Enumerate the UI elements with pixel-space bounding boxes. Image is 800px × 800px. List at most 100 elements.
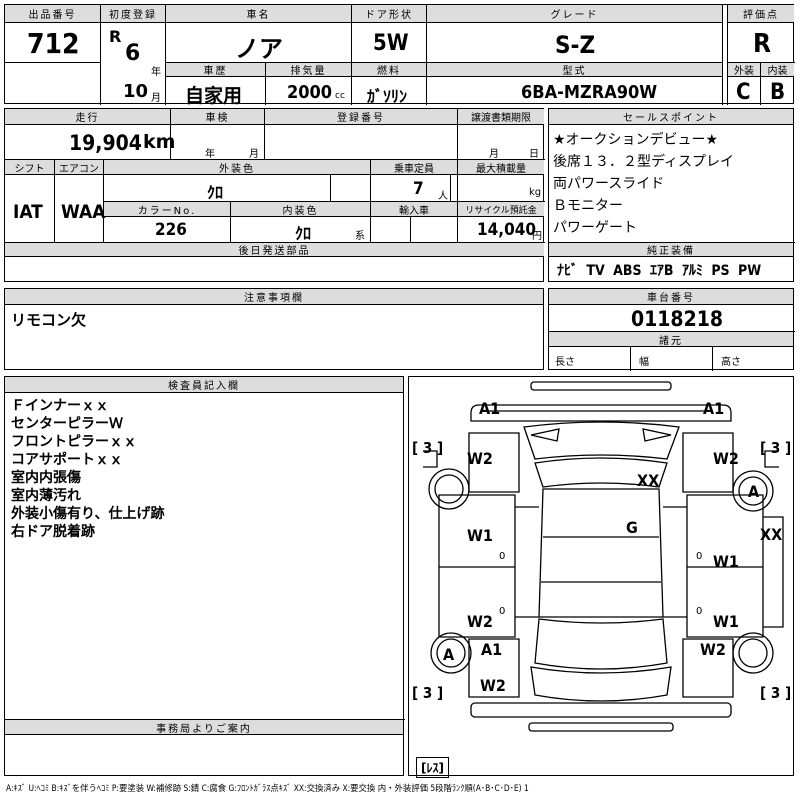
diagram-mark-a1-ll: A1: [481, 640, 503, 659]
int-color-unit: 系: [355, 231, 365, 242]
first-reg-era: R: [109, 27, 122, 46]
recycle-value: 14,040: [477, 220, 537, 240]
inspector-line: 外装小傷有り、仕上げ跡: [11, 506, 165, 522]
first-reg-year-unit: 年: [151, 67, 161, 78]
inspector-notes: Ｆインナーｘｘ センターピラーＷ フロントピラーｘｘ コアサポートｘｘ 室内内張…: [11, 397, 164, 541]
diagram-mark-w1-ru: W1: [713, 552, 739, 571]
capacity-header: 乗車定員: [371, 160, 457, 175]
spec-length-label: 長さ: [555, 357, 575, 368]
recycle-header: リサイクル預託金: [458, 202, 544, 217]
chassis-header: 車台番号: [549, 289, 793, 305]
transfer-doc-header: 譲渡書類期限: [458, 109, 544, 125]
int-color-header: 内装色: [231, 202, 370, 217]
sales-points-section: セールスポイント ★オークションデビュー★ 後席１３．２型ディスプレイ 両パワー…: [548, 108, 795, 282]
diagram-mark-w2-ll: W2: [467, 612, 493, 631]
first-reg-month-unit: 月: [151, 93, 161, 104]
car-diagram: [423, 381, 784, 732]
diagram-mark-w2-ru: W2: [713, 449, 739, 468]
recycle-unit: 円: [532, 231, 542, 242]
first-reg-year: 6: [125, 41, 141, 66]
inspector-line: Ｆインナーｘｘ: [11, 398, 109, 414]
equipment-item: ABS: [613, 263, 642, 279]
max-load-header: 最大積載量: [458, 160, 544, 175]
sales-point-item: 後席１３．２型ディスプレイ: [553, 154, 735, 170]
chassis-value: 0118218: [631, 307, 724, 331]
lot-no-header: 出品番号: [5, 5, 100, 23]
inspector-line: 右ドア脱着跡: [11, 524, 95, 540]
diagram-mark-w1-rl: W1: [713, 612, 739, 631]
lot-no-value: 712: [27, 27, 80, 60]
max-load-unit: kg: [529, 187, 542, 198]
shift-header: シフト: [5, 160, 54, 175]
exterior-header: 外装: [728, 63, 760, 77]
capacity-value: 7: [413, 179, 424, 199]
diagram-mark-w1-lu: W1: [467, 526, 493, 545]
office-header: 事務局よりご案内: [5, 720, 403, 735]
sales-point-item: パワーゲート: [553, 220, 637, 236]
grade-value: S-Z: [555, 31, 596, 59]
first-reg-month: 10: [123, 81, 149, 102]
equipment-item: ﾅﾋﾞ: [557, 263, 578, 279]
equipment-item: ｴｱB: [649, 263, 674, 279]
middle-section: 走行 車検 登録番号 譲渡書類期限 19,904 km 年 月 月 日 シフト …: [4, 108, 545, 282]
equipment-header: 純正装備: [549, 243, 793, 257]
equipment-item: PW: [738, 263, 762, 279]
color-no-header: カラーNo.: [104, 202, 230, 217]
diagram-mark-res: [ﾚｽ]: [416, 757, 449, 778]
diagram-mark-zero-r2: 0: [696, 606, 703, 617]
aircon-header: エアコン: [55, 160, 103, 175]
diagram-mark-w2-lb: W2: [480, 676, 506, 695]
model-value: 6BA-MZRA90W: [521, 82, 658, 103]
caution-section: 注意事項欄 リモコン欠: [4, 288, 544, 370]
interior-value: B: [770, 80, 786, 105]
equipment-list: ﾅﾋﾞ TV ABS ｴｱB ｱﾙﾐ PS PW: [557, 260, 761, 280]
sales-point-item: ★オークションデビュー★: [553, 132, 719, 148]
score-header: 評価点: [728, 5, 794, 23]
displacement-unit: cc: [335, 91, 345, 101]
diagram-mark-a1-tl: A1: [479, 399, 501, 418]
diagram-mark-zero-l1: 0: [499, 551, 506, 562]
diagram-mark-xx-right: XX: [760, 525, 783, 544]
diagram-mark-w2-lu: W2: [467, 449, 493, 468]
diagram-mark-w2-rl: W2: [700, 640, 726, 659]
inspector-line: コアサポートｘｘ: [11, 452, 123, 468]
ext-color-header: 外装色: [104, 160, 370, 175]
diagram-mark-bracket-tr: [ 3 ]: [760, 439, 792, 457]
displacement-value: 2000: [287, 82, 333, 103]
inspector-section: 検査員記入欄 Ｆインナーｘｘ センターピラーＷ フロントピラーｘｘ コアサポート…: [4, 376, 405, 776]
color-no-value: 226: [155, 220, 187, 240]
transfer-day-unit: 日: [529, 149, 539, 160]
int-color-value: ｸﾛ: [295, 224, 312, 243]
inspector-header: 検査員記入欄: [5, 377, 403, 393]
mileage-unit: km: [143, 131, 176, 153]
diagram-mark-g: G: [626, 518, 638, 537]
mileage-header: 走行: [5, 109, 170, 125]
door-value: 5W: [373, 31, 409, 56]
diagram-mark-bracket-bl: [ 3 ]: [412, 684, 444, 702]
inspection-year-unit: 年: [205, 149, 215, 160]
caution-header: 注意事項欄: [5, 289, 543, 305]
spec-width-label: 幅: [639, 357, 649, 368]
spec-height-label: 高さ: [721, 357, 741, 368]
inspector-line: フロントピラーｘｘ: [11, 434, 137, 450]
equipment-item: TV: [586, 263, 605, 279]
inspection-month-unit: 月: [249, 149, 259, 160]
ext-color-value: ｸﾛ: [207, 183, 224, 202]
transfer-month-unit: 月: [489, 149, 499, 160]
import-header: 輸入車: [371, 202, 457, 217]
legend-text: A:ｷｽﾞ U:ﾍｺﾐ B:ｷｽﾞを伴うﾍｺﾐ P:要塗装 W:補修跡 S:錆 …: [6, 783, 529, 793]
model-header: 型式: [427, 63, 722, 77]
diagram-mark-a-lr: A: [443, 645, 455, 664]
displacement-header: 排気量: [266, 63, 351, 77]
car-name-header: 車名: [166, 5, 351, 23]
shift-value: IAT: [13, 201, 43, 223]
score-value: R: [753, 29, 772, 59]
diagram-mark-xx-roof: XX: [637, 471, 660, 490]
history-value: 自家用: [185, 85, 243, 107]
chassis-section: 車台番号 0118218 諸元 長さ 幅 高さ: [548, 288, 795, 371]
inspector-line: センターピラーＷ: [11, 416, 123, 432]
fuel-value: ｶﾞｿﾘﾝ: [367, 87, 408, 106]
sales-points-list: ★オークションデビュー★ 後席１３．２型ディスプレイ 両パワースライド Ｂモニタ…: [553, 129, 734, 239]
inspector-line: 室内薄汚れ: [11, 488, 81, 504]
diagram-mark-zero-l2: 0: [499, 606, 506, 617]
